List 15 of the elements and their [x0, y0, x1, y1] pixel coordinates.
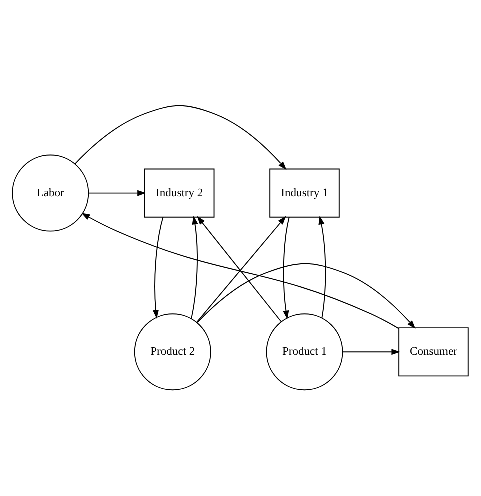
node-box: Industry 1 — [270, 168, 340, 218]
arrow — [74, 105, 287, 170]
arrow — [81, 213, 400, 330]
node-box: Consumer — [398, 328, 469, 377]
node-circle: Product 2 — [134, 314, 212, 391]
node-circle: Labor — [12, 154, 90, 232]
arrow — [197, 263, 416, 329]
arrow — [283, 216, 290, 320]
arrow — [342, 349, 400, 356]
node-circle: Product 1 — [266, 314, 344, 391]
arrow — [318, 216, 326, 319]
arrow — [191, 216, 198, 320]
arrow — [152, 216, 164, 319]
node-box: Industry 2 — [144, 168, 215, 218]
arrow — [88, 190, 146, 196]
